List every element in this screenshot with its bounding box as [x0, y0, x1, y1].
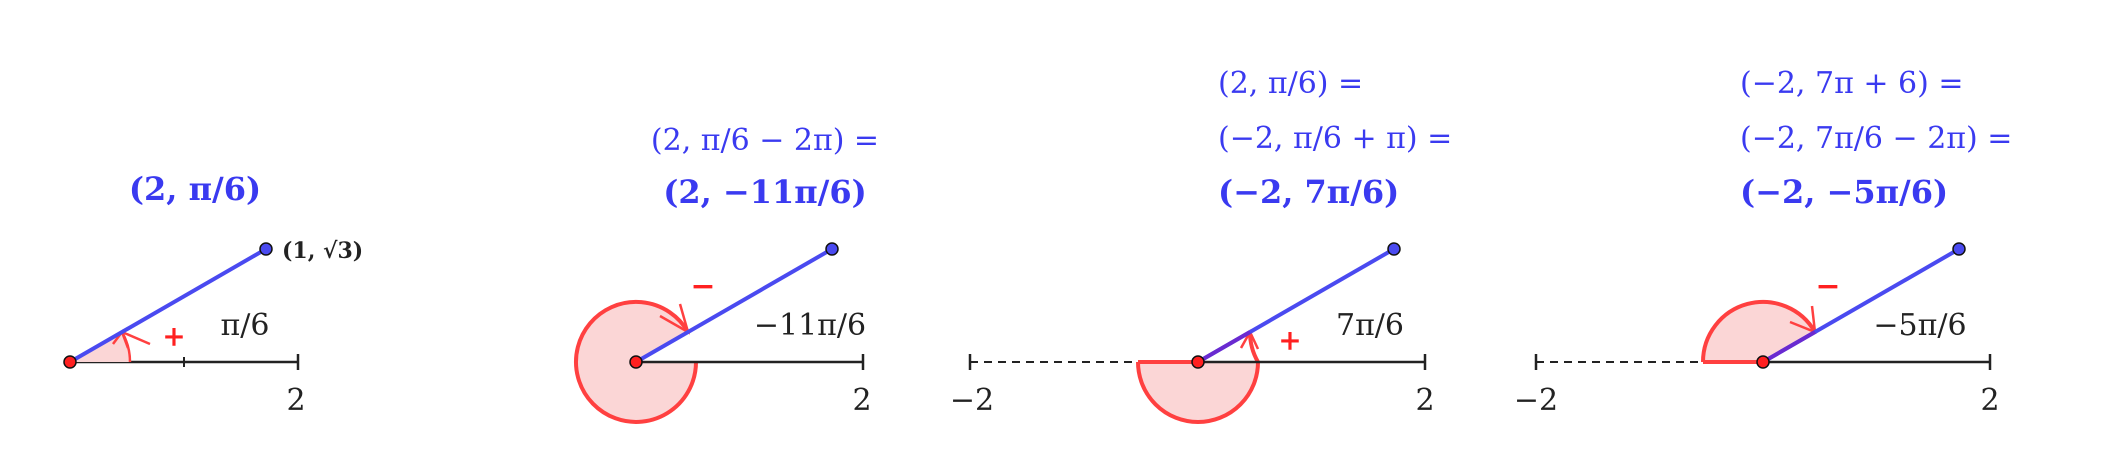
- panel-4-tick-label-neg2: −2: [1514, 383, 1558, 418]
- panel-3-label-1: (−2, π/6 + π) =: [1218, 121, 1452, 156]
- panel-4-origin: [1756, 355, 1770, 369]
- panel-4-endpoint: [1952, 242, 1966, 256]
- panel-2-sign: −: [690, 269, 715, 304]
- panel-1-origin: [63, 355, 77, 369]
- panel-3: (2, π/6) = (−2, π/6 + π) = (−2, 7π/6) + …: [950, 66, 1452, 424]
- panel-4-ray-overlap: [1762, 330, 1816, 364]
- panel-3-sign: +: [1278, 324, 1301, 357]
- panel-3-angle-arc: [1136, 361, 1260, 424]
- panel-1-label-0: (2, π/6): [129, 170, 261, 208]
- panel-2: (2, π/6 − 2π) = (2, −11π/6) − 2 −11π/6: [574, 123, 879, 424]
- panel-3-label-2: (−2, 7π/6): [1218, 173, 1399, 211]
- panel-4-tick-label-2: 2: [1980, 383, 1999, 418]
- panel-1-ray: [69, 247, 267, 364]
- panel-2-angle-label: −11π/6: [754, 308, 866, 343]
- panel-3-angle-sector: [1138, 362, 1258, 422]
- panel-3-ray-overlap: [1197, 330, 1251, 364]
- panel-4-label-2: (−2, −5π/6): [1740, 173, 1948, 211]
- panel-1-angle-label: π/6: [221, 308, 270, 343]
- panel-1-tick-label-2: 2: [286, 383, 305, 418]
- panel-3-endpoint: [1387, 242, 1401, 256]
- panel-1-point-label: (1, √3): [282, 238, 363, 264]
- panel-2-endpoint: [825, 242, 839, 256]
- panel-4-angle-arc: [1701, 299, 1817, 363]
- panel-4-label-1: (−2, 7π/6 − 2π) =: [1740, 121, 2012, 156]
- panel-4-angle-label: −5π/6: [1873, 308, 1966, 343]
- panel-2-label-0: (2, π/6 − 2π) =: [651, 123, 879, 158]
- panel-2-origin: [629, 355, 643, 369]
- panel-2-tick-label-2: 2: [852, 383, 871, 418]
- panel-1-arc-tick: [121, 330, 151, 346]
- panel-4-sign: −: [1815, 269, 1840, 304]
- panel-2-angle-arc: [574, 299, 698, 424]
- panel-3-tick-label-neg2: −2: [950, 383, 994, 418]
- panel-1: (2, π/6) 2 + (1, √3) π/6: [63, 170, 363, 418]
- panel-3-origin: [1191, 355, 1205, 369]
- panel-4-label-0: (−2, 7π + 6) =: [1740, 66, 1963, 101]
- panel-4: (−2, 7π + 6) = (−2, 7π/6 − 2π) = (−2, −5…: [1514, 66, 2013, 418]
- panel-3-label-0: (2, π/6) =: [1218, 66, 1363, 101]
- panel-1-endpoint: [259, 242, 273, 256]
- panel-2-label-1: (2, −11π/6): [663, 173, 867, 211]
- panel-3-angle-label: 7π/6: [1336, 308, 1404, 343]
- panel-3-tick-label-2: 2: [1415, 383, 1434, 418]
- panel-1-sign: +: [162, 320, 185, 353]
- panel-2-ray: [635, 247, 833, 364]
